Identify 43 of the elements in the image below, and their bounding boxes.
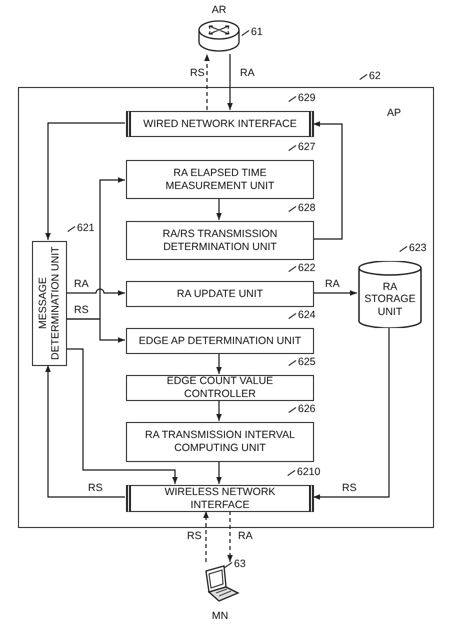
process-box: RA/RS TRANSMISSION DETERMINATION UNIT [126, 221, 314, 260]
reference-number: 63 [225, 558, 246, 570]
reference-number: 61 [242, 26, 263, 38]
arrow [66, 288, 125, 296]
reference-number: 625 [289, 356, 316, 368]
arrow [216, 400, 222, 421]
process-box: RA UPDATE UNIT [126, 281, 314, 307]
arrow [216, 461, 222, 484]
container-box [18, 87, 434, 528]
reference-number: 621 [68, 222, 95, 234]
arrow [216, 198, 222, 220]
arrow [66, 177, 125, 320]
reference-number: 6210 [288, 466, 320, 478]
reference-number: 623 [400, 242, 427, 254]
reference-number: 626 [289, 403, 316, 415]
interface-box: WIRELESS NETWORK INTERFACE [126, 485, 314, 512]
process-box: EDGE COUNT VALUE CONTROLLER [126, 375, 314, 401]
process-box: RA TRANSMISSION INTERVAL COMPUTING UNIT [126, 422, 314, 462]
process-box: RA ELAPSED TIME MEASUREMENT UNIT [126, 160, 314, 199]
arrow [45, 122, 125, 240]
arrow [227, 511, 233, 562]
reference-number: 629 [289, 92, 316, 104]
reference-number: 627 [289, 141, 316, 153]
storage-cylinder: RA STORAGE UNIT [358, 261, 422, 328]
arrow [313, 121, 343, 240]
arrow [313, 290, 357, 296]
interface-box: WIRED NETWORK INTERFACE [126, 111, 314, 137]
reference-number: 624 [289, 309, 316, 321]
process-box: MESSAGE DETERMINATION UNIT [32, 241, 67, 366]
reference-number: 62 [360, 70, 381, 82]
node-label: AR [210, 4, 228, 16]
node-label: MN [210, 610, 230, 622]
arrow [66, 348, 178, 484]
arrow [204, 54, 210, 110]
container-title: AP [386, 107, 401, 119]
arrow [227, 54, 233, 110]
arrow [216, 353, 222, 374]
reference-number: 628 [289, 202, 316, 214]
arrow [45, 365, 125, 498]
reference-number: 622 [289, 262, 316, 274]
process-box: EDGE AP DETERMINATION UNIT [126, 328, 314, 354]
arrow [203, 511, 209, 562]
arrow [313, 327, 390, 500]
